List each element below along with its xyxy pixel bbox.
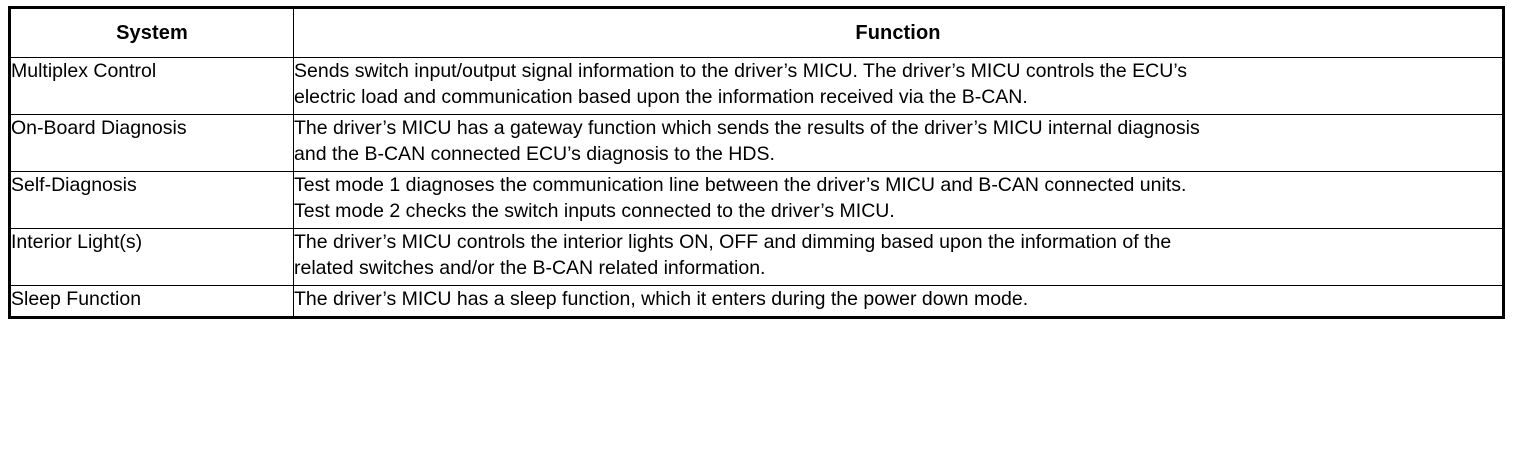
table-row: Self-Diagnosis Test mode 1 diagnoses the… (9, 171, 1504, 229)
function-line: Test mode 2 checks the switch inputs con… (294, 200, 895, 222)
system-function-table: System Function Multiplex Control Sends … (8, 6, 1505, 319)
cell-system: Multiplex Control (9, 57, 294, 115)
function-line: Sends switch input/output signal informa… (294, 60, 1188, 82)
cell-function: The driver’s MICU has a gateway function… (293, 114, 1504, 172)
table-row: Multiplex Control Sends switch input/out… (9, 57, 1504, 115)
cell-function: Sends switch input/output signal informa… (293, 57, 1504, 115)
cell-function: The driver’s MICU has a sleep function, … (293, 285, 1504, 318)
function-line: The driver’s MICU has a gateway function… (294, 117, 1200, 139)
cell-system: On-Board Diagnosis (9, 114, 294, 172)
cell-system: Interior Light(s) (9, 228, 294, 286)
table-row: On-Board Diagnosis The driver’s MICU has… (9, 114, 1504, 172)
table-header-row: System Function (9, 7, 1504, 58)
table-row: Interior Light(s) The driver’s MICU cont… (9, 228, 1504, 286)
function-line: electric load and communication based up… (294, 86, 1028, 108)
table-row: Sleep Function The driver’s MICU has a s… (9, 285, 1504, 318)
cell-system: Self-Diagnosis (9, 171, 294, 229)
function-line: and the B-CAN connected ECU’s diagnosis … (294, 143, 775, 165)
cell-function: The driver’s MICU controls the interior … (293, 228, 1504, 286)
cell-function: Test mode 1 diagnoses the communication … (293, 171, 1504, 229)
cell-system: Sleep Function (9, 285, 294, 318)
function-line: related switches and/or the B-CAN relate… (294, 257, 766, 279)
table-body: Multiplex Control Sends switch input/out… (9, 57, 1504, 318)
column-header-system: System (9, 7, 294, 58)
function-line: The driver’s MICU controls the interior … (294, 231, 1172, 253)
function-line: Test mode 1 diagnoses the communication … (294, 174, 1187, 196)
column-header-function: Function (293, 7, 1504, 58)
function-line: The driver’s MICU has a sleep function, … (294, 288, 1029, 310)
